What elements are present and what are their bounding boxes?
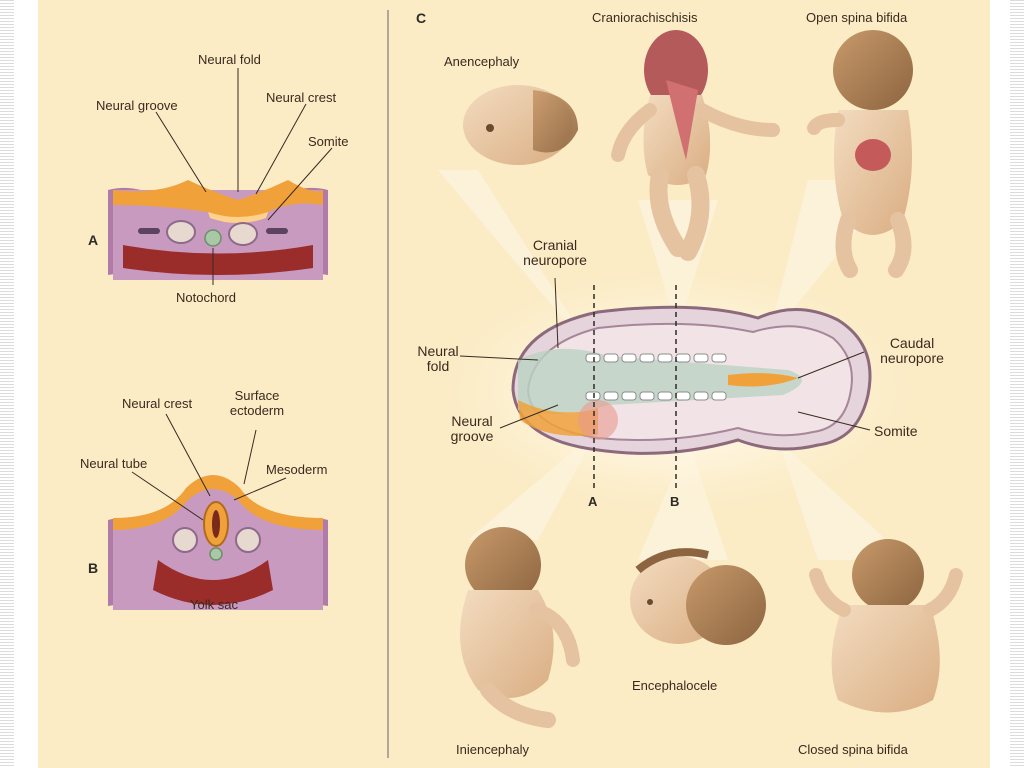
illustration-craniorachischisis — [611, 30, 780, 261]
label-neural-crest-b: Neural crest — [122, 396, 193, 411]
label-neural-groove-a: Neural groove — [96, 98, 178, 113]
panel-letter-a: A — [88, 232, 99, 248]
label-caudal-neuropore: Caudal neuropore — [864, 336, 960, 366]
label-neural-tube: Neural tube — [80, 456, 148, 471]
label-closed-spina-bifida: Closed spina bifida — [798, 742, 908, 757]
label-neural-fold-c-line2: fold — [426, 358, 450, 374]
label-yolk-sac: Yolk sac — [190, 597, 238, 612]
illustration-closed-spina-bifida — [809, 539, 963, 713]
panel-letter-c: C — [416, 10, 427, 26]
label-notochord: Notochord — [176, 290, 236, 305]
label-anencephaly: Anencephaly — [444, 54, 520, 69]
label-surface-ectoderm-line1: Surface — [234, 388, 280, 403]
label-neural-groove-c-line1: Neural — [451, 413, 493, 429]
label-surface-ectoderm: Surface ectoderm — [222, 388, 292, 418]
label-cranial-neuropore-line1: Cranial — [532, 237, 578, 253]
label-neural-fold-c: Neural fold — [410, 344, 466, 374]
label-iniencephaly: Iniencephaly — [456, 742, 529, 757]
illustration-anencephaly — [463, 85, 578, 165]
illustration-encephalocele — [630, 548, 766, 645]
label-neural-groove-c-line2: groove — [450, 428, 494, 444]
label-encephalocele: Encephalocele — [632, 678, 718, 693]
left-border-stripe — [0, 0, 14, 768]
label-neural-groove-c: Neural groove — [440, 414, 504, 444]
cross-section-a — [108, 68, 333, 285]
neural-tube-defects-figure: A B C Neural fold Neural groove Neural c… — [38, 0, 990, 768]
illustration-open-spina-bifida — [807, 30, 913, 278]
panel-letter-b: B — [88, 560, 99, 576]
label-section-a: A — [588, 494, 598, 509]
label-neural-fold-a: Neural fold — [198, 52, 261, 67]
label-caudal-neuropore-line2: neuropore — [880, 350, 944, 366]
label-caudal-neuropore-line1: Caudal — [889, 335, 935, 351]
label-section-b: B — [670, 494, 680, 509]
label-somite-c: Somite — [874, 423, 918, 439]
label-surface-ectoderm-line2: ectoderm — [229, 403, 285, 418]
label-neural-fold-c-line1: Neural — [417, 343, 459, 359]
cross-section-b — [108, 413, 328, 610]
illustration-iniencephaly — [460, 527, 580, 728]
label-somite-a: Somite — [308, 134, 349, 149]
right-border-stripe — [1010, 0, 1024, 768]
label-mesoderm: Mesoderm — [266, 462, 328, 477]
label-craniorachischisis: Craniorachischisis — [592, 10, 698, 25]
label-cranial-neuropore-line2: neuropore — [523, 252, 587, 268]
label-neural-crest-a: Neural crest — [266, 90, 337, 105]
label-cranial-neuropore: Cranial neuropore — [510, 238, 600, 268]
embryo-dorsal-view — [459, 277, 872, 492]
label-open-spina-bifida: Open spina bifida — [806, 10, 908, 25]
figure-artwork — [108, 10, 963, 758]
